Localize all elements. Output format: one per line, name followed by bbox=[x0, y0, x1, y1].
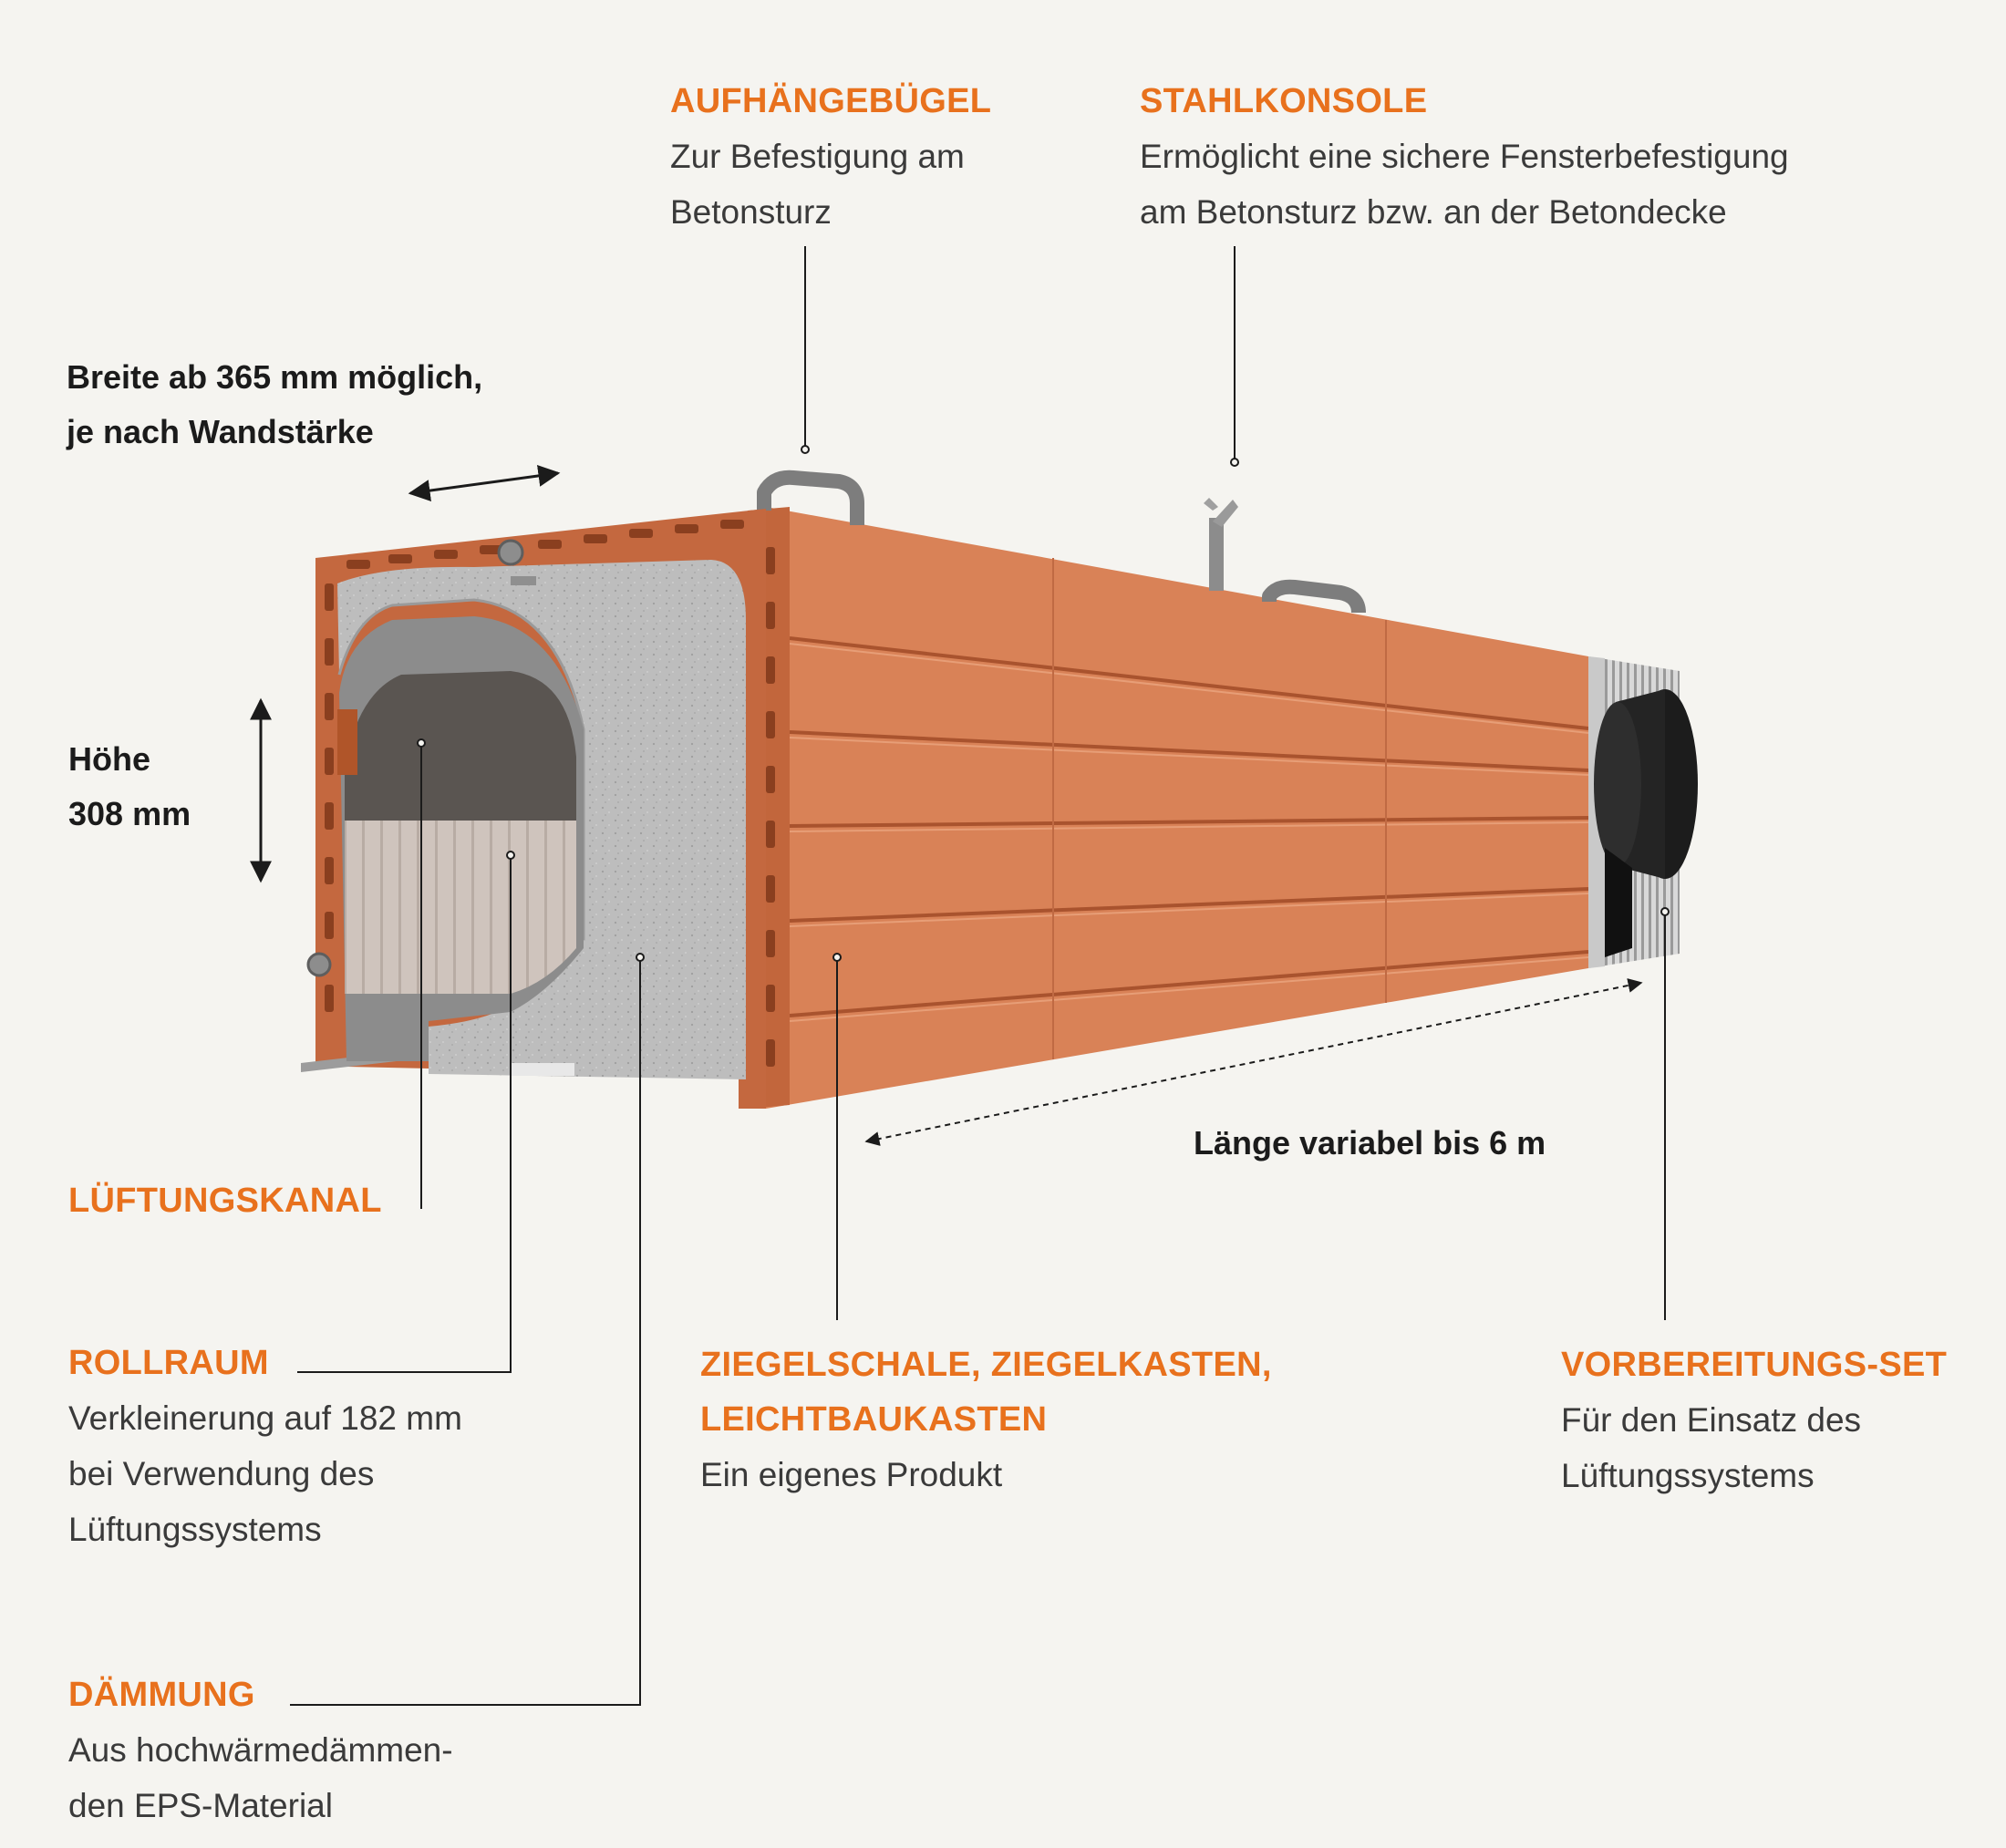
rollraum-desc-line-3: Lüftungssystems bbox=[68, 1511, 322, 1548]
daemmung-title: DÄMMUNG bbox=[68, 1676, 255, 1714]
bolt-icon bbox=[306, 952, 332, 977]
aufhaengebuegel-desc-line-1: Zur Befestigung am bbox=[670, 138, 965, 175]
hanger-bracket bbox=[757, 470, 1366, 614]
lueftungskanal-title: LÜFTUNGSKANAL bbox=[68, 1182, 382, 1220]
ziegelschale-title-line-1: ZIEGELSCHALE, ZIEGELKASTEN, bbox=[700, 1346, 1272, 1384]
daemmung-desc-line-1: Aus hochwärmedämmen- bbox=[68, 1731, 453, 1769]
hoehe-label-line-1: Höhe bbox=[68, 740, 150, 778]
vorbereitungsset-desc-line-2: Lüftungssystems bbox=[1561, 1457, 1815, 1494]
roll-space bbox=[337, 616, 584, 1061]
length-arrow bbox=[864, 978, 1643, 1146]
leader-dots bbox=[417, 445, 1670, 962]
rollraum-desc-line-1: Verkleinerung auf 182 mm bbox=[68, 1399, 462, 1437]
aufhaengebuegel-desc-line-2: Betonsturz bbox=[670, 193, 832, 231]
ziegelschale-desc-line-1: Ein eigenes Produkt bbox=[700, 1456, 1003, 1493]
vorbereitungsset-desc-line-1: Für den Einsatz des bbox=[1561, 1401, 1862, 1439]
rear-end bbox=[1588, 656, 1698, 968]
brick-side-face bbox=[748, 507, 1589, 1109]
daemmung-desc-line-2: den EPS-Material bbox=[68, 1787, 333, 1824]
rollraum-desc-line-2: bei Verwendung des bbox=[68, 1455, 375, 1492]
aufhaengebuegel-title: AUFHÄNGEBÜGEL bbox=[670, 82, 992, 120]
breite-label-line-2: je nach Wandstärke bbox=[67, 413, 374, 450]
vorbereitungsset-title: VORBEREITUNGS-SET bbox=[1561, 1346, 1948, 1384]
laenge-label: Länge variabel bis 6 m bbox=[1194, 1124, 1546, 1161]
stahlkonsole-desc-line-1: Ermöglicht eine sichere Fensterbefestigu… bbox=[1140, 138, 1789, 175]
rollraum-title: ROLLRAUM bbox=[68, 1344, 269, 1382]
ventilation-channel bbox=[345, 821, 576, 994]
bolt-icon bbox=[497, 539, 524, 566]
stahlkonsole-title: STAHLKONSOLE bbox=[1140, 82, 1428, 120]
steel-console bbox=[1204, 498, 1238, 591]
eps-insulation bbox=[337, 560, 746, 1079]
ziegelschale-title-line-2: LEICHTBAUKASTEN bbox=[700, 1400, 1048, 1439]
width-arrow bbox=[408, 465, 561, 501]
breite-label-line-1: Breite ab 365 mm möglich, bbox=[67, 358, 483, 396]
leader-lines bbox=[290, 246, 1666, 1706]
ventilation-connector bbox=[1594, 689, 1698, 957]
stahlkonsole-desc-line-2: am Betonsturz bzw. an der Betondecke bbox=[1140, 193, 1727, 231]
hoehe-label-line-2: 308 mm bbox=[68, 795, 191, 832]
